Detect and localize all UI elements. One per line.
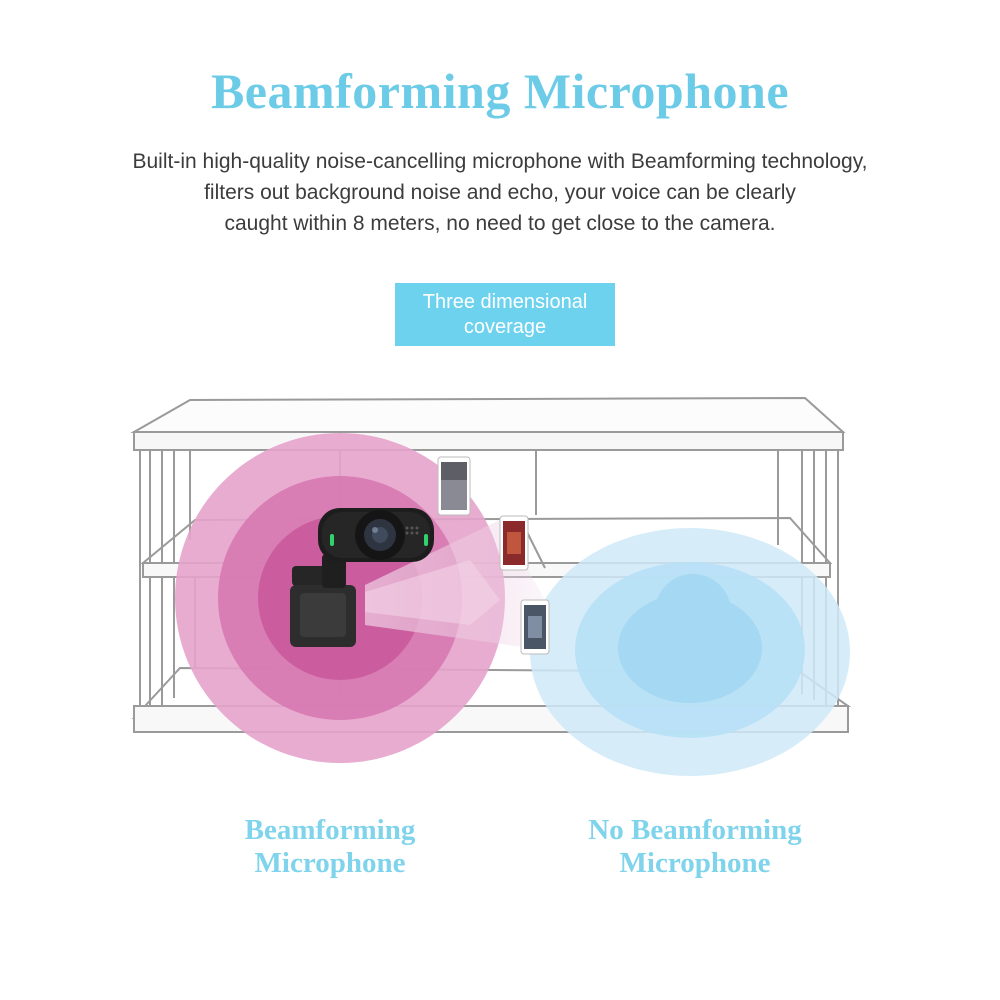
coverage-badge: Three dimensional coverage xyxy=(395,283,615,346)
phone-bottom xyxy=(520,599,550,655)
page-title: Beamforming Microphone xyxy=(210,63,790,119)
beamforming-caption-line-2: Microphone xyxy=(254,847,406,879)
phone-top xyxy=(437,456,471,516)
omni-pickup-field xyxy=(530,528,850,776)
no-beamforming-caption-line-1: No Beamforming xyxy=(588,814,802,846)
no-beamforming-caption: No Beamforming Microphone xyxy=(540,814,850,880)
description-line-2: filters out background noise and echo, y… xyxy=(204,181,796,204)
description: Built-in high-quality noise-cancelling m… xyxy=(40,146,960,239)
phone-middle xyxy=(499,515,529,571)
beamforming-caption: Beamforming Microphone xyxy=(190,814,470,880)
beamforming-caption-line-1: Beamforming xyxy=(244,814,416,846)
description-line-1: Built-in high-quality noise-cancelling m… xyxy=(132,150,868,173)
no-beamforming-caption-line-2: Microphone xyxy=(619,847,771,879)
description-line-3: caught within 8 meters, no need to get c… xyxy=(224,212,776,235)
webcam-hinge xyxy=(322,554,346,588)
webcam xyxy=(290,508,434,647)
coverage-badge-line-2: coverage xyxy=(463,316,547,338)
shelf-top-front xyxy=(133,431,844,451)
shelf-top-board xyxy=(130,396,846,433)
coverage-badge-line-1: Three dimensional xyxy=(422,291,588,313)
